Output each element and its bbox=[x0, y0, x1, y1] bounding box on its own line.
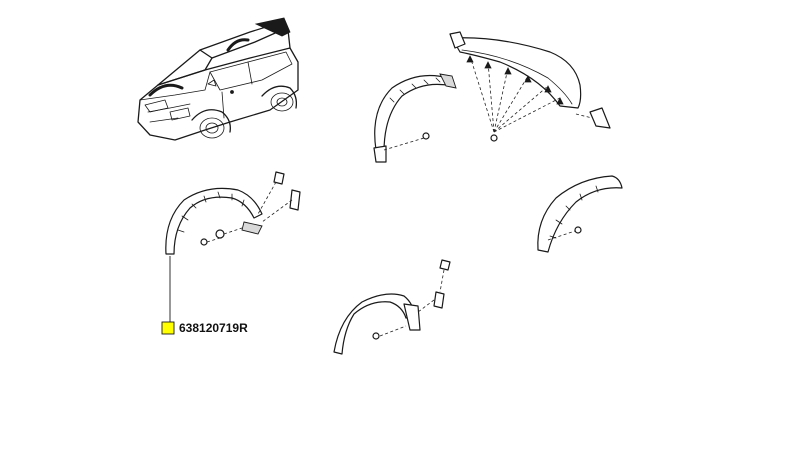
part-callout: 638120719R bbox=[161, 256, 248, 335]
car-overview-icon bbox=[137, 17, 299, 141]
callout-marker bbox=[161, 321, 175, 335]
part-number-label: 638120719R bbox=[179, 321, 248, 335]
rear-wheel-arch-trim-icon bbox=[537, 175, 623, 253]
tailgate-spoiler-icon bbox=[449, 31, 611, 142]
front-wheel-arch-trim-icon bbox=[165, 171, 301, 255]
rear-wheel-arch-trim-icon bbox=[333, 259, 451, 355]
front-wheel-arch-trim-icon bbox=[373, 73, 457, 163]
